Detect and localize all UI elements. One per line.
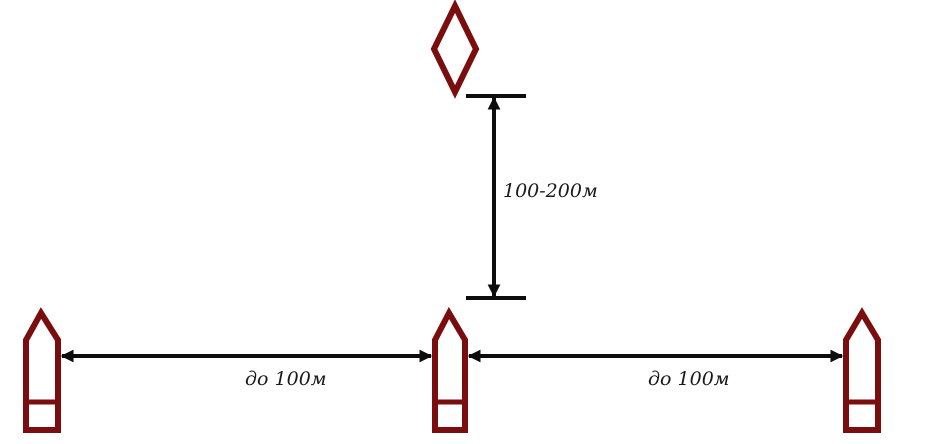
vertical-distance-label: 100-200м [503,180,598,202]
vertical-dimension: 100-200м [466,94,598,300]
pencil-marker-icon-center [432,306,468,433]
left-distance-label: до 100м [245,368,327,390]
pencil-marker-icon-left [23,307,61,433]
right-horizontal-dimension: до 100м [467,349,844,390]
left-horizontal-dimension: до 100м [60,349,433,390]
pencil-marker-icon-right [843,307,881,433]
diamond-marker-icon [430,0,480,99]
right-distance-label: до 100м [648,368,730,390]
